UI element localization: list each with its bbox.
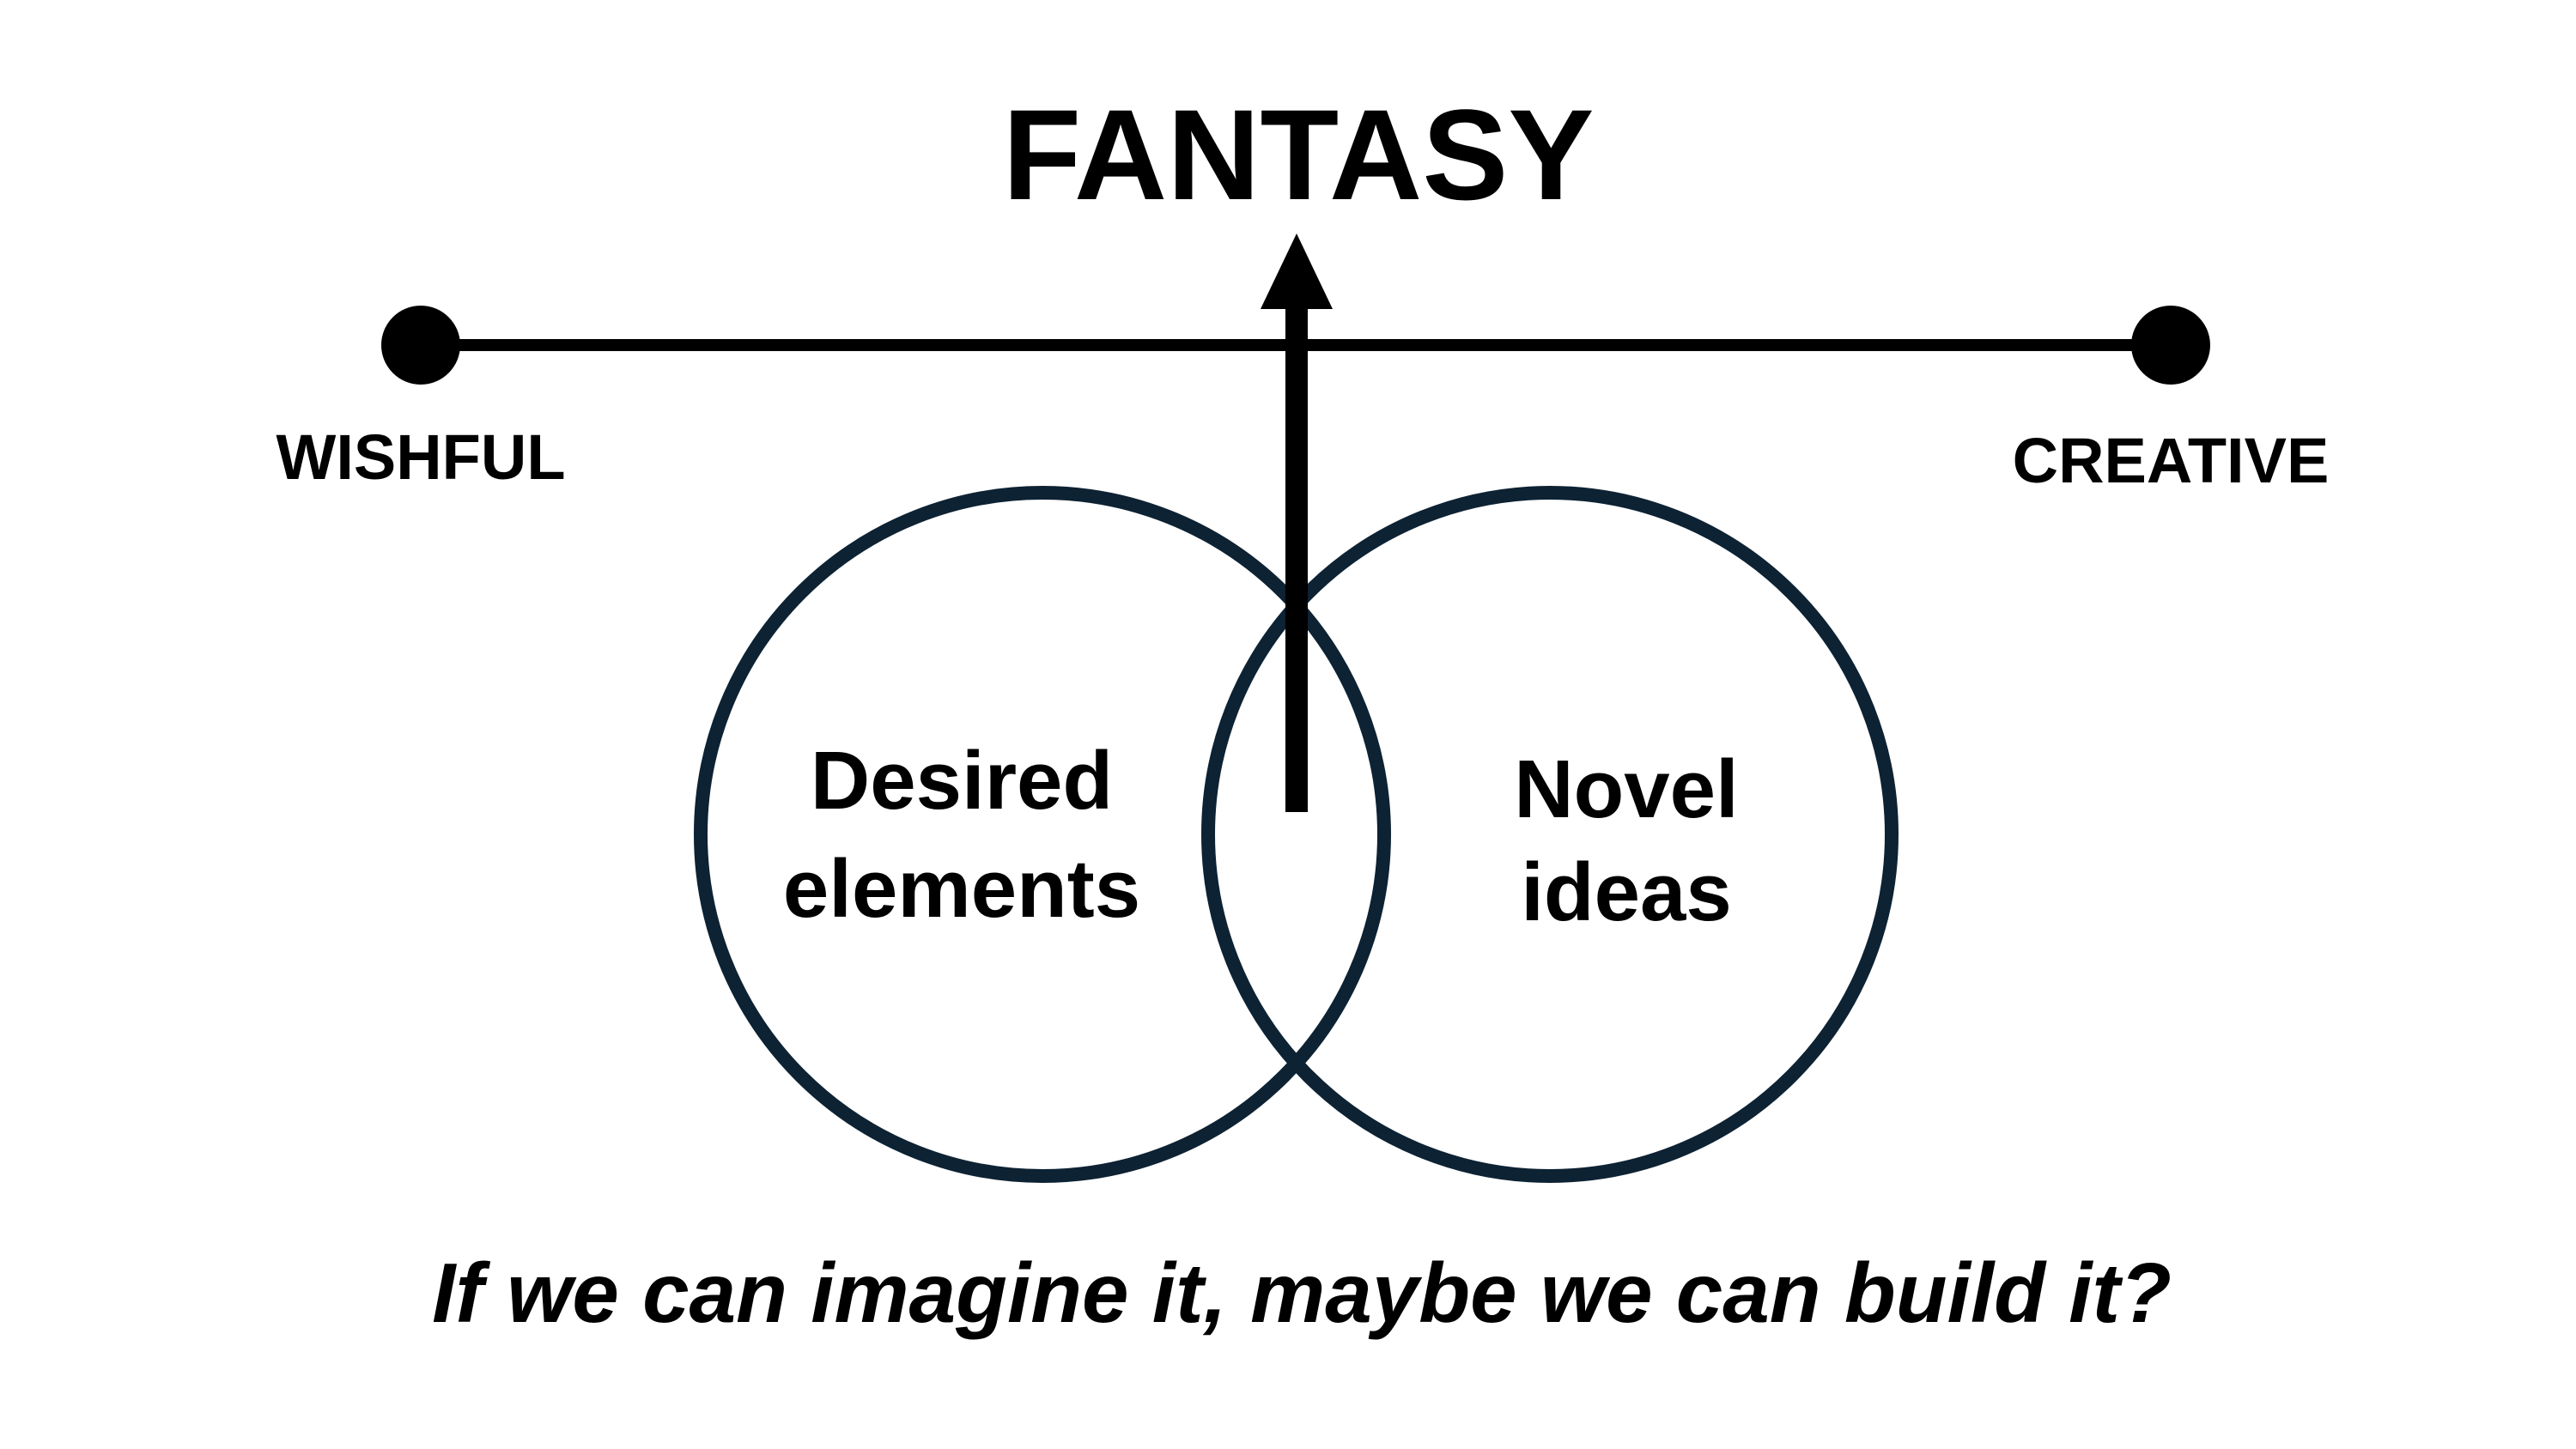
left-venn-circle <box>694 486 1391 1183</box>
left-circle-label-line2: elements <box>783 843 1140 935</box>
right-circle-label-line2: ideas <box>1521 846 1731 938</box>
left-end-label: WISHFUL <box>276 421 565 493</box>
right-venn-circle <box>1201 486 1899 1183</box>
tagline: If we can imagine it, maybe we can build… <box>432 1246 2172 1340</box>
diagram-title: FANTASY <box>1003 82 1595 227</box>
left-circle-label-line1: Desired <box>811 735 1113 827</box>
right-end-dot <box>2131 306 2210 385</box>
right-end-label: CREATIVE <box>2013 425 2330 496</box>
left-end-dot <box>381 306 460 385</box>
arrow-up-icon <box>1261 233 1333 309</box>
right-circle-label-line1: Novel <box>1514 743 1738 835</box>
